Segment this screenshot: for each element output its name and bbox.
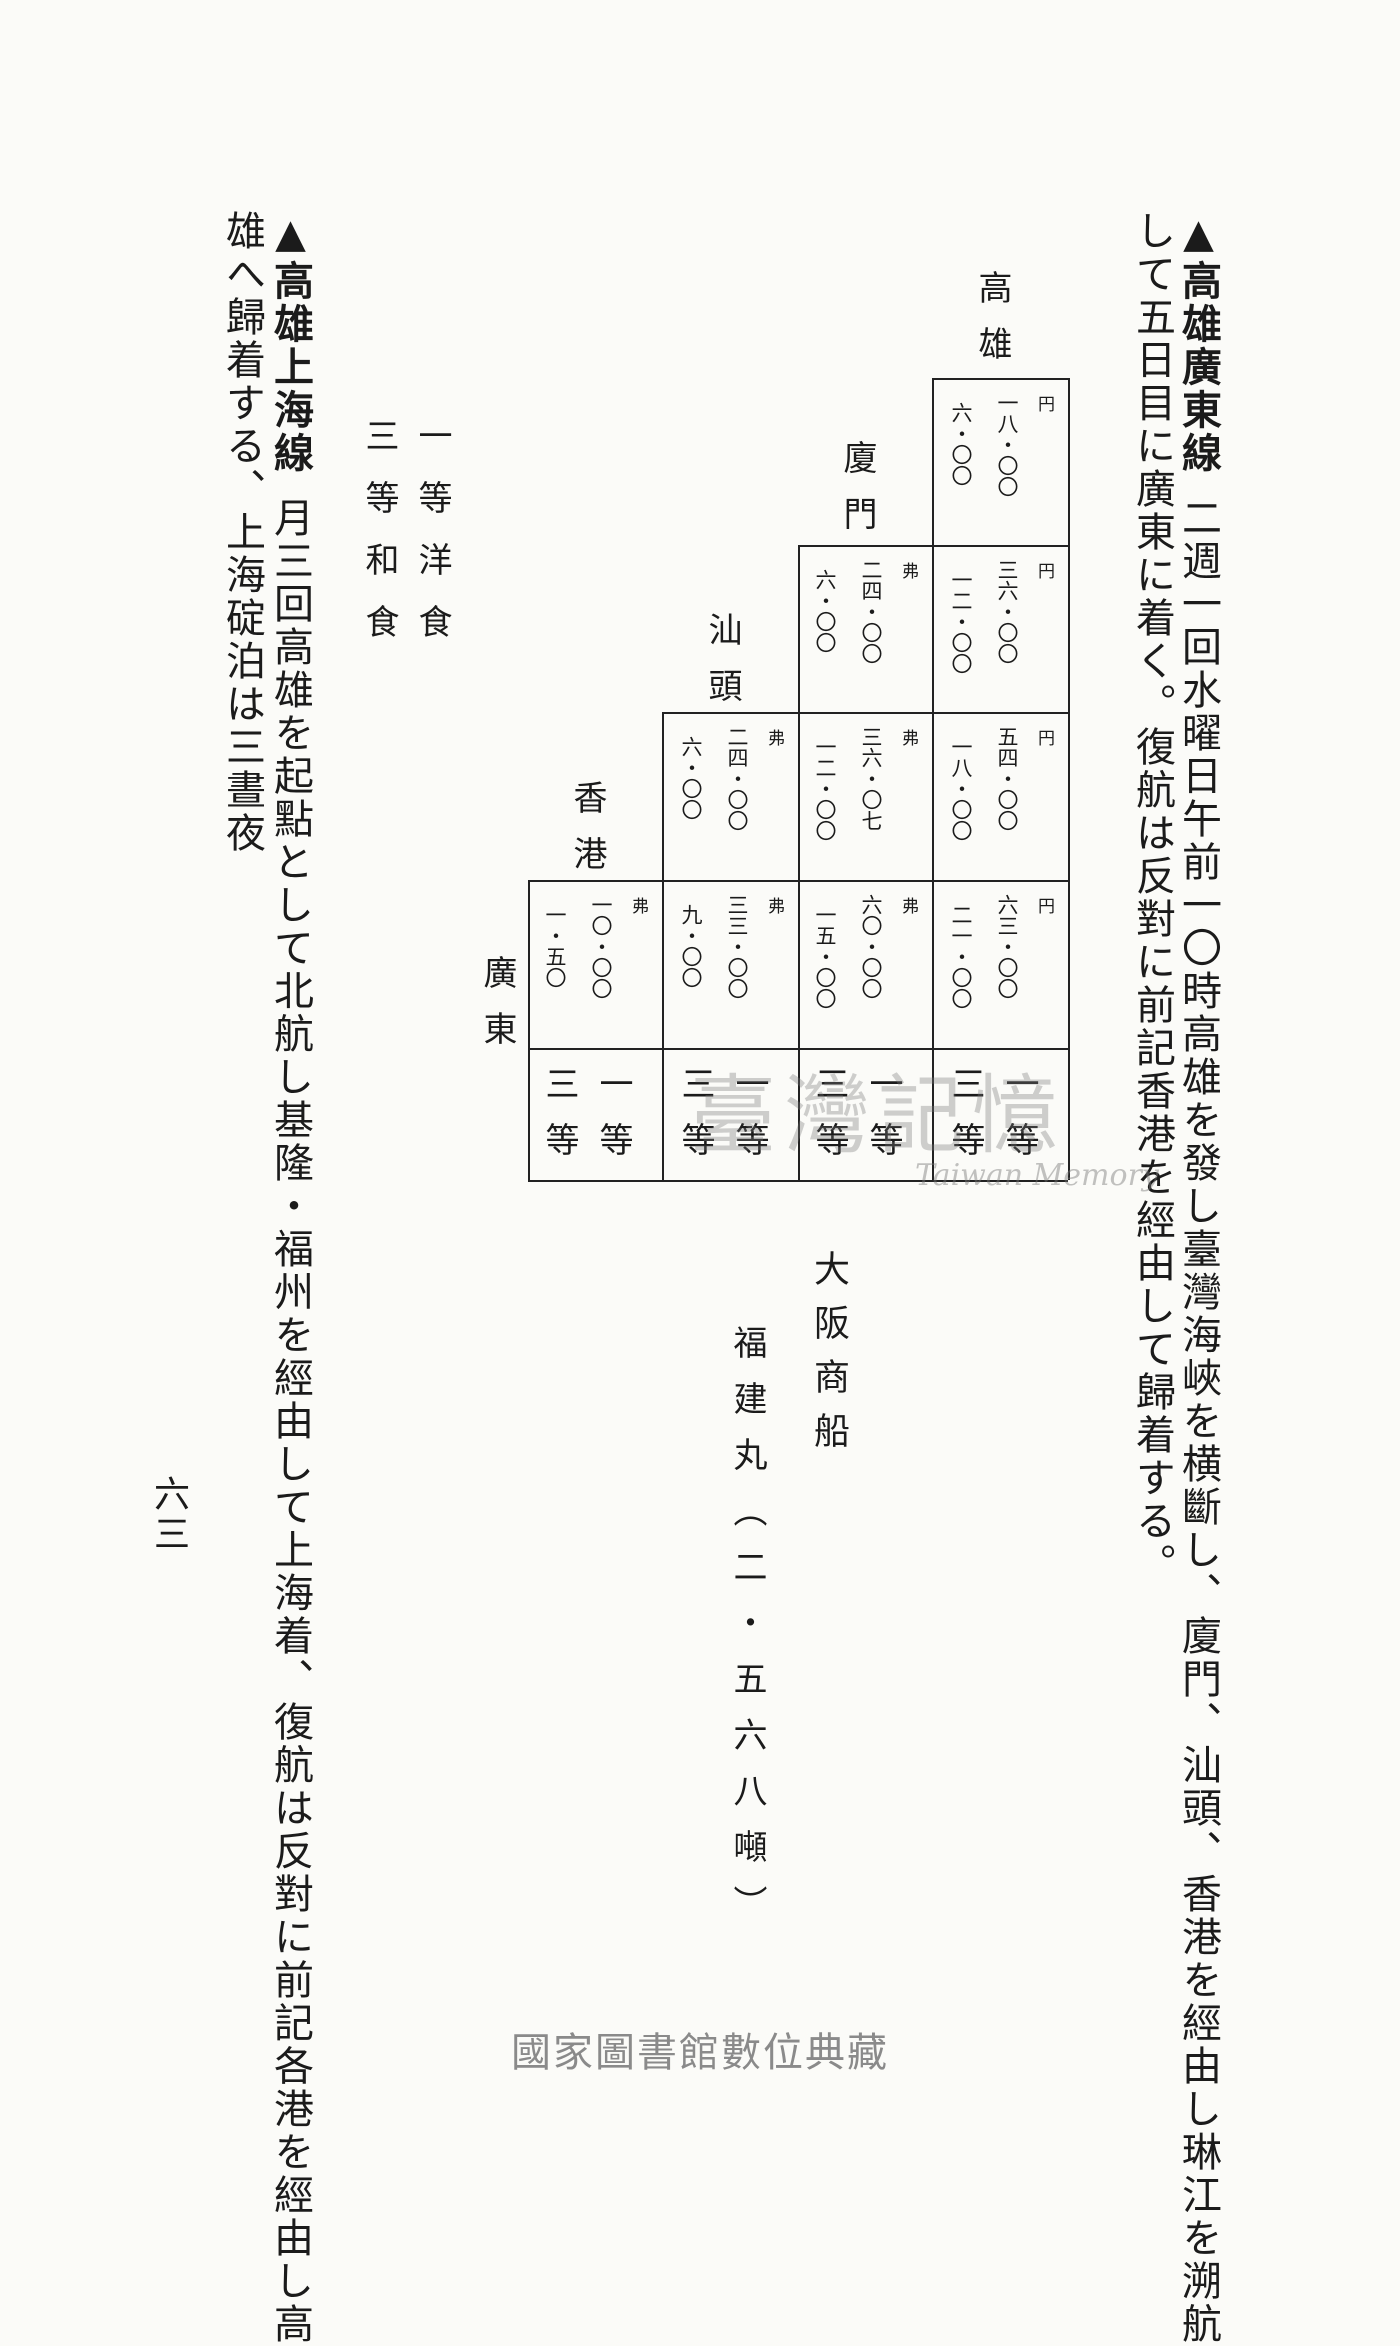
class-label-first: 一等	[593, 1066, 633, 1178]
fare-first-class: 二四・〇〇	[859, 559, 883, 664]
watermark-english: Taiwan Memory	[915, 1158, 1159, 1193]
fare-unit: 円	[1038, 897, 1055, 917]
library-footer: 國家圖書館數位典藏	[511, 2030, 889, 2076]
fare-first-class: 三三・〇〇	[725, 894, 749, 999]
section2-line2: 雄へ歸着する、上海碇泊は三晝夜	[219, 210, 265, 855]
section1-text-1: 二週一回水曜日午前一〇時高雄を發し臺灣海峽を横斷し、廈門、汕頭、香港を經由し琳江…	[1175, 497, 1221, 2346]
fare-first-class: 六〇・〇〇	[859, 894, 883, 999]
fare-third-class: 六・〇〇	[813, 569, 837, 653]
class-label-third: 三等	[945, 1066, 985, 1178]
port-label: 廈門	[837, 440, 877, 552]
table-rule	[662, 712, 664, 1180]
table-rule	[1068, 378, 1070, 1180]
fare-unit: 弗	[768, 897, 785, 917]
section1-heading: ▲高雄廣東線	[1175, 210, 1222, 475]
fare-first-class: 五四・〇〇	[995, 726, 1019, 831]
section2-line1: ▲高雄上海線月三回高雄を起點として北航し基隆・福州を經由して上海着、復航は反對に…	[267, 210, 314, 2346]
fare-unit: 円	[1038, 395, 1055, 415]
fare-third-class: 九・〇〇	[679, 904, 703, 988]
port-label: 高雄	[972, 270, 1012, 382]
section1-line2: して五日目に廣東に着く。復航は反對に前記香港を經由して歸着する。	[1129, 210, 1175, 1586]
fare-unit: 弗	[632, 897, 649, 917]
class-label-third: 三等	[539, 1066, 579, 1178]
section1-line1: ▲高雄廣東線二週一回水曜日午前一〇時高雄を發し臺灣海峽を横斷し、廈門、汕頭、香港…	[1175, 210, 1222, 2346]
table-rule	[932, 378, 934, 1180]
fare-third-class: 六・〇〇	[679, 736, 703, 820]
port-label: 汕頭	[702, 612, 742, 724]
fare-unit: 弗	[902, 562, 919, 582]
fare-first-class: 三六・〇〇	[995, 559, 1019, 664]
fare-third-class: 一五・〇〇	[813, 904, 837, 1009]
table-rule	[932, 378, 1068, 380]
fare-unit: 円	[1038, 729, 1055, 749]
fare-unit: 円	[1038, 562, 1055, 582]
table-rule	[798, 545, 800, 1180]
fare-unit: 弗	[902, 729, 919, 749]
class-label-first: 一等	[729, 1066, 769, 1178]
table-rule	[528, 1180, 1068, 1182]
fare-unit: 弗	[902, 897, 919, 917]
fare-third-class: 六・〇〇	[949, 402, 973, 486]
fare-third-class: 二一・〇〇	[949, 904, 973, 1009]
class-label-third: 三等	[809, 1066, 849, 1178]
fare-first-class: 六三・〇〇	[995, 894, 1019, 999]
ship-name: 福建丸（二・五六八噸）	[727, 1325, 767, 1941]
fare-first-class: 三六・〇七	[859, 726, 883, 831]
class-label-third: 三等	[675, 1066, 715, 1178]
ship-company: 大阪商船	[808, 1250, 849, 1466]
fare-first-class: 一〇・〇〇	[589, 894, 613, 999]
meal-third-class: 三等和食	[359, 418, 399, 666]
fare-first-class: 二四・〇〇	[725, 726, 749, 831]
meal-first-class: 一等洋食	[412, 418, 452, 666]
table-rule	[662, 712, 1068, 714]
class-label-first: 一等	[863, 1066, 903, 1178]
table-rule	[528, 880, 530, 1180]
section2-heading: ▲高雄上海線	[267, 210, 314, 475]
port-label: 廣東	[477, 955, 517, 1067]
class-label-first: 一等	[999, 1066, 1039, 1178]
fare-third-class: 一八・〇〇	[949, 736, 973, 841]
fare-first-class: 一八・〇〇	[995, 392, 1019, 497]
section2-text-1: 月三回高雄を起點として北航し基隆・福州を經由して上海着、復航は反對に前記各港を經…	[267, 497, 313, 2346]
fare-third-class: 一二・〇〇	[813, 736, 837, 841]
fare-third-class: 一・五〇	[543, 904, 567, 988]
fare-unit: 弗	[768, 729, 785, 749]
port-label: 香港	[567, 780, 607, 892]
fare-third-class: 一二・〇〇	[949, 569, 973, 674]
page-number: 六三	[148, 1475, 189, 1555]
watermark-logo: 臺灣記憶	[690, 1066, 1066, 1166]
